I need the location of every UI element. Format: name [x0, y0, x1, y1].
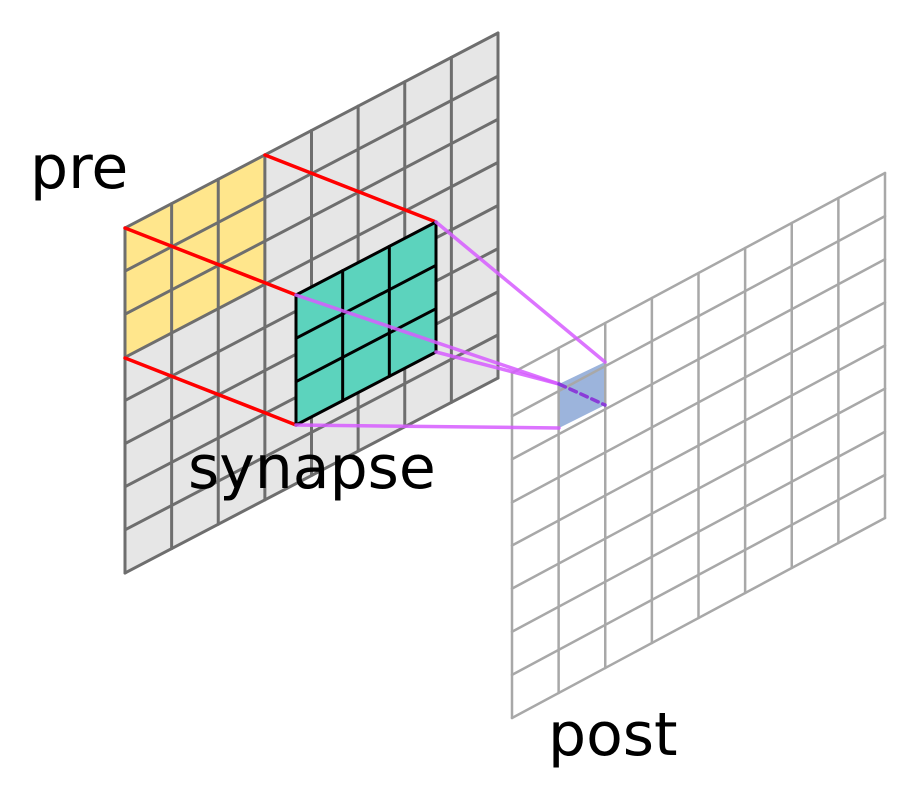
kernel-grid-row-line: [294, 307, 438, 384]
kernel-grid-row-line: [294, 263, 438, 340]
output-cell-diagonal: [557, 382, 607, 407]
pre-grid-row-line: [123, 376, 500, 575]
projection-line-right: [434, 350, 561, 386]
projection-line-bottom: [294, 423, 561, 430]
post-grid-row-line: [510, 258, 887, 461]
pre-label: pre: [30, 133, 128, 203]
pre-grid-row-line: [123, 31, 500, 230]
pre-grid-row-line: [123, 333, 500, 532]
projection-lines: [294, 220, 607, 430]
synapse-kernel-fill: [296, 222, 436, 425]
post-grid-row-line: [510, 516, 887, 720]
post-grid-row-line: [510, 344, 887, 547]
receptive-field-edge-bottom: [123, 356, 298, 427]
post-grid-row-line: [510, 301, 887, 504]
post-layer: [510, 171, 887, 720]
synapse-label: synapse: [188, 433, 436, 503]
kernel-grid-row-line: [294, 220, 438, 297]
synapse-kernel-grid: [294, 220, 438, 427]
receptive-field-outline: [123, 153, 438, 427]
receptive-field-edge-mid: [123, 226, 298, 297]
projection-line-mid: [294, 293, 561, 386]
post-grid-row-line: [510, 214, 887, 418]
post-grid-row-line: [510, 430, 887, 633]
kernel-grid-row-line: [294, 350, 438, 427]
post-grid-row-line: [510, 387, 887, 590]
projection-line-top: [434, 220, 607, 364]
pre-grid-row-line: [123, 160, 500, 359]
post-grid-row-line: [510, 473, 887, 677]
post-label: post: [548, 700, 678, 770]
post-grid-row-line: [510, 171, 887, 375]
post-layer-grid: [510, 171, 887, 720]
receptive-field-edge-top: [263, 153, 438, 224]
pre-grid-row-line: [123, 117, 500, 316]
synapse-kernel: [294, 220, 438, 427]
